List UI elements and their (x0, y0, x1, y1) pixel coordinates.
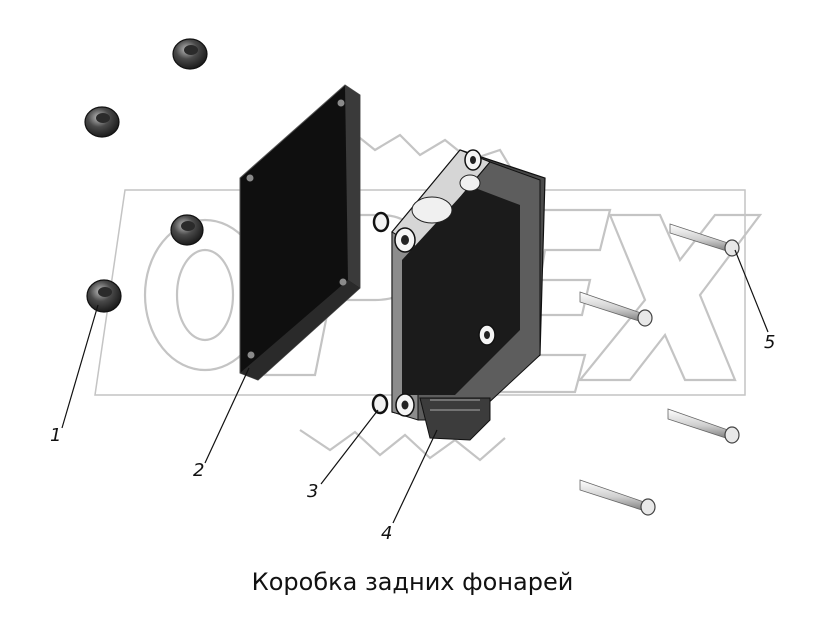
leader-line-4 (392, 429, 438, 524)
bolt-1 (669, 223, 740, 257)
nut-bottom-left (86, 279, 122, 313)
cover-plate (239, 84, 361, 381)
bolt-2 (579, 291, 653, 327)
leader-lines (61, 249, 769, 524)
callout-3: 3 (307, 481, 318, 502)
bolt-4 (579, 479, 656, 516)
nut-bottom-right (170, 214, 204, 246)
bolt-3 (667, 408, 740, 444)
callout-1: 1 (50, 425, 61, 446)
washer-bottom (371, 393, 389, 415)
leader-line-5 (734, 249, 769, 333)
nut-top-left (84, 106, 120, 138)
leader-line-1 (61, 304, 99, 429)
callout-2: 2 (193, 460, 204, 481)
leader-line-3 (320, 409, 379, 485)
callout-4: 4 (381, 523, 392, 544)
leader-line-2 (204, 367, 250, 464)
housing-box (391, 149, 546, 441)
callout-5: 5 (764, 332, 775, 353)
nut-top-right (172, 38, 208, 70)
washer-top (372, 211, 390, 233)
diagram-caption: Коробка задних фонарей (251, 568, 574, 596)
